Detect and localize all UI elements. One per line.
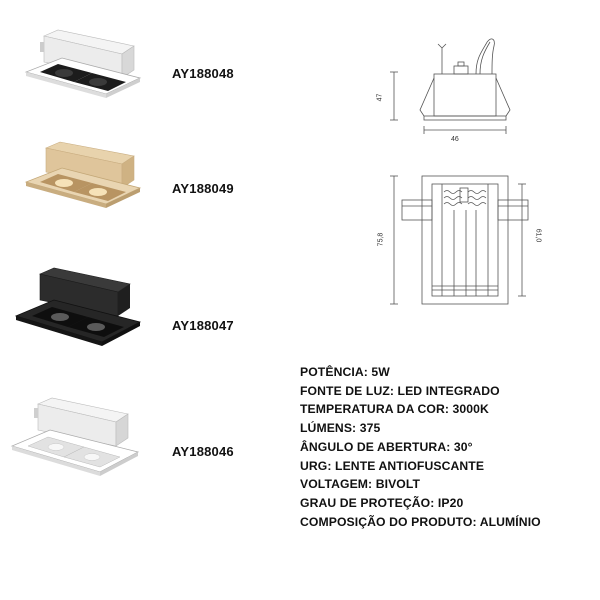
dimension-top-length: 75,8 xyxy=(377,232,385,247)
product-image-ay188047 xyxy=(12,266,147,356)
spec-light-source: FONTE DE LUZ: LED INTEGRADO xyxy=(300,383,500,398)
dimension-top-cutout: 61,0 xyxy=(534,228,542,243)
spec-urg: URG: LENTE ANTIOFUSCANTE xyxy=(300,458,485,473)
spec-color-temperature: TEMPERATURA DA COR: 3000K xyxy=(300,402,489,417)
spec-composition: COMPOSIÇÃO DO PRODUTO: ALUMÍNIO xyxy=(300,514,541,529)
dimension-side-width: 46 xyxy=(451,136,459,143)
side-view-drawing xyxy=(380,30,530,155)
product-code-ay188048: AY188048 xyxy=(172,66,234,81)
spec-beam-angle: ÂNGULO DE ABERTURA: 30° xyxy=(300,439,473,454)
product-image-ay188046 xyxy=(8,396,143,486)
product-image-ay188048 xyxy=(22,28,147,110)
dimension-side-height: 47 xyxy=(376,93,384,102)
product-code-ay188049: AY188049 xyxy=(172,181,234,196)
product-code-ay188046: AY188046 xyxy=(172,444,234,459)
spec-lumens: LÚMENS: 375 xyxy=(300,421,381,436)
spec-list: POTÊNCIA: 5W FONTE DE LUZ: LED INTEGRADO… xyxy=(300,363,541,531)
top-view-drawing xyxy=(380,170,540,315)
product-image-ay188049 xyxy=(22,140,147,220)
spec-voltage: VOLTAGEM: BIVOLT xyxy=(300,477,421,492)
product-code-ay188047: AY188047 xyxy=(172,318,234,333)
spec-power: POTÊNCIA: 5W xyxy=(300,365,390,379)
spec-protection-grade: GRAU DE PROTEÇÃO: IP20 xyxy=(300,495,464,510)
